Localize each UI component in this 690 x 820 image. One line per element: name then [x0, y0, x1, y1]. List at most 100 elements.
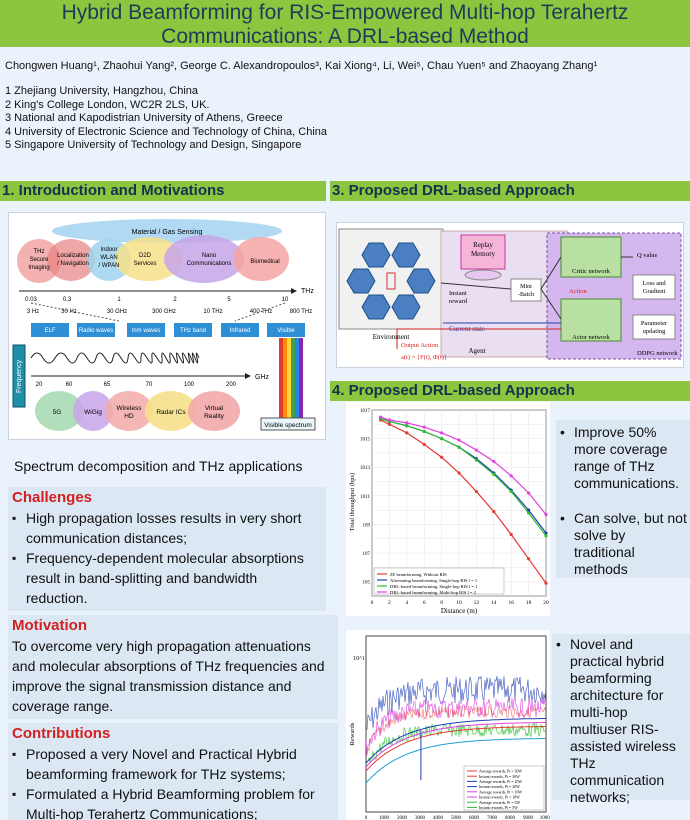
x-tick-label: 8000	[505, 816, 516, 820]
svg-text:30 GHz: 30 GHz	[107, 309, 127, 315]
svg-text:ELF: ELF	[44, 328, 55, 334]
data-point	[440, 437, 444, 441]
section-heading-4: 4. Proposed DRL-based Approach	[330, 381, 690, 401]
svg-text:60: 60	[66, 382, 73, 388]
x-tick-label: 5000	[451, 816, 462, 820]
data-point	[440, 431, 444, 435]
data-point	[474, 489, 478, 494]
list-item: High propagation losses results in very …	[12, 508, 322, 548]
svg-text:DDPG network: DDPG network	[637, 350, 678, 357]
x-tick-label: 4	[405, 600, 408, 606]
challenges-list: High propagation losses results in very …	[8, 508, 326, 608]
challenges-heading: Challenges	[12, 489, 93, 506]
data-point	[527, 508, 531, 512]
legend-entry: Average rewards, Pt = 30W	[479, 770, 522, 775]
x-tick-label: 3000	[415, 816, 426, 820]
svg-text:300 GHz: 300 GHz	[152, 309, 176, 315]
data-point	[509, 532, 513, 537]
x-tick-label: 14	[491, 600, 497, 606]
svg-text:5: 5	[227, 297, 231, 303]
motivation-text: To overcome very high propagation attenu…	[12, 638, 325, 714]
y-tick-label: 10^1	[353, 656, 365, 662]
svg-text:20: 20	[36, 382, 43, 388]
svg-text:Visible spectrum: Visible spectrum	[264, 422, 312, 429]
legend-entry: Instant rewards, Pt = 5W	[479, 806, 518, 811]
svg-text:Actor network: Actor network	[572, 334, 610, 341]
authors: Chongwen Huang¹, Zhaohui Yang², George C…	[5, 60, 598, 72]
instant-reward-line	[365, 675, 547, 731]
x-tick-label: 8	[440, 600, 443, 606]
data-point	[422, 425, 426, 429]
contributions-list: Proposed a very Novel and Practical Hybr…	[8, 744, 338, 820]
svg-text:Mini-Batch: Mini-Batch	[518, 284, 534, 298]
data-point	[457, 471, 461, 475]
data-point	[422, 429, 426, 434]
poster-title: Hybrid Beamforming for RIS-Empowered Mul…	[0, 0, 690, 48]
x-tick-label: 20	[543, 600, 549, 606]
svg-text:Radio waves: Radio waves	[79, 328, 113, 334]
svg-text:GHz: GHz	[255, 374, 270, 381]
svg-text:0.03: 0.03	[25, 297, 37, 303]
legend-entry: Instant rewards, Pt = 10W	[479, 796, 520, 801]
list-item: Can solve, but not solve by traditional …	[558, 510, 688, 578]
legend-entry: Instant rewards, Pt = 30W	[479, 775, 520, 780]
data-point	[544, 581, 548, 585]
data-point	[509, 489, 513, 494]
instant-reward-line	[365, 705, 547, 753]
motivation-heading: Motivation	[12, 617, 87, 634]
data-point	[457, 438, 461, 442]
data-point	[387, 422, 391, 426]
data-point	[527, 511, 531, 515]
affiliation: 3 National and Kapodistrian University o…	[5, 112, 283, 125]
instant-reward-line	[365, 696, 547, 756]
list-item: Frequency-dependent molecular absorption…	[12, 548, 322, 608]
average-reward-line	[365, 718, 546, 764]
y-axis-label: Total throughput (bps)	[349, 473, 356, 531]
data-point	[474, 448, 478, 452]
result-highlight-2: Novel and practical hybrid beamforming a…	[552, 634, 690, 805]
svg-text:Infrared: Infrared	[230, 328, 251, 334]
instant-reward-line	[365, 722, 547, 766]
svg-text:200: 200	[226, 382, 237, 388]
svg-text:Visible: Visible	[277, 328, 295, 334]
svg-text:Radar ICs: Radar ICs	[156, 409, 186, 416]
legend-entry: DRL-based beamforming, Single-hop RIS l …	[390, 584, 478, 590]
svg-text:800 THz: 800 THz	[290, 309, 313, 315]
svg-text:5G: 5G	[53, 409, 62, 416]
svg-text:Biomedical: Biomedical	[250, 259, 279, 265]
data-point	[379, 415, 383, 419]
affiliation: 2 King's College London, WC2R 2LS, UK.	[5, 98, 210, 111]
legend-entry: DRL-based beamforming, Multi-hop RIS l =…	[390, 590, 477, 596]
y-tick-label: 1013	[360, 466, 371, 471]
legend-entry: Alternating beamforming, Single-hop RIS …	[390, 578, 478, 584]
data-point	[544, 512, 548, 517]
legend-entry: Average rewards, Pt = 10W	[479, 790, 522, 795]
data-point	[544, 531, 548, 535]
legend-entry: Average rewards, Pt = 20W	[479, 780, 522, 785]
x-tick-label: 10	[456, 600, 462, 606]
data-point	[405, 424, 409, 428]
x-tick-label: 2	[388, 600, 391, 606]
data-point	[405, 421, 409, 425]
y-axis-label: Rewards	[349, 722, 356, 745]
y-tick-label: 105	[363, 581, 371, 586]
x-tick-label: 16	[508, 600, 514, 606]
data-point	[422, 442, 426, 446]
contributions-panel: Contributions Proposed a very Novel and …	[8, 723, 338, 820]
title-line-1: Hybrid Beamforming for RIS-Empowered Mul…	[61, 1, 629, 24]
x-tick-label: 18	[526, 600, 532, 606]
affiliation: 4 University of Electronic Science and T…	[5, 125, 328, 138]
y-tick-label: 1015	[360, 438, 371, 443]
average-reward-line	[365, 738, 546, 784]
svg-text:THz: THz	[301, 288, 314, 295]
svg-text:1: 1	[117, 297, 121, 303]
